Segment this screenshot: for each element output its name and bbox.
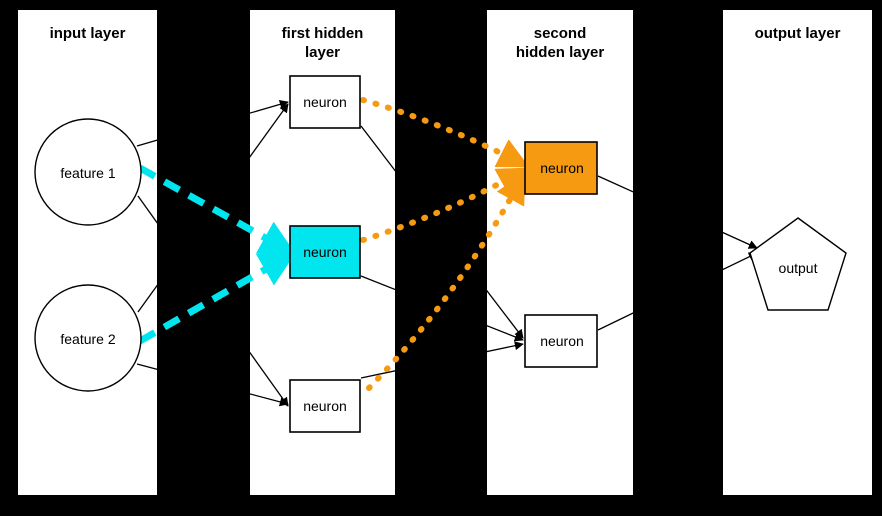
layer-title-input: input layer xyxy=(49,25,126,42)
node-output[interactable] xyxy=(749,217,847,311)
node-h1-neuron-1[interactable] xyxy=(289,75,361,129)
node-label-feature-2: feature 2 xyxy=(60,331,116,347)
node-h2-neuron-1[interactable] xyxy=(524,141,598,195)
edge-h2-neuron-2-to-output xyxy=(597,252,758,331)
node-label-h1-neuron-3: neuron xyxy=(303,398,347,414)
layer-panel-second-hidden: second hidden layer xyxy=(487,10,633,495)
edge-feature-2-to-h1-neuron-3 xyxy=(136,363,289,407)
edge-highlight-feature-1-to-h1-neuron-2 xyxy=(138,164,297,256)
edge-highlight-feature-2-to-h1-neuron-2 xyxy=(138,251,297,345)
edge-h1-neuron-2-to-h2-neuron-2 xyxy=(360,275,524,342)
edge-group-input-to-first-hidden xyxy=(136,99,289,407)
node-label-h1-neuron-2: neuron xyxy=(303,244,347,260)
node-label-output: output xyxy=(778,260,818,276)
layer-title-second-hidden: second hidden layer xyxy=(515,25,605,61)
node-h1-neuron-3[interactable] xyxy=(289,379,361,433)
edge-group-orange-highlight xyxy=(360,97,530,391)
node-label-h1-neuron-1: neuron xyxy=(303,94,347,110)
edge-highlight-h1-neuron-2-to-h2-neuron-1 xyxy=(360,167,530,243)
edge-h1-neuron-1-to-h2-neuron-2 xyxy=(360,125,524,339)
layer-title-first-hidden: first hidden layer xyxy=(281,25,364,61)
node-label-feature-1: feature 1 xyxy=(60,165,116,181)
edge-h1-neuron-3-to-h2-neuron-2 xyxy=(360,341,524,379)
edge-group-second-hidden-to-output xyxy=(597,175,758,331)
edge-feature-1-to-h1-neuron-1 xyxy=(136,99,289,147)
edge-h2-neuron-1-to-output xyxy=(597,175,758,249)
layer-panel-input: input layer xyxy=(18,10,157,495)
edge-group-cyan-highlight xyxy=(138,164,297,345)
node-label-h2-neuron-2: neuron xyxy=(540,333,584,349)
node-h2-neuron-2[interactable] xyxy=(524,314,598,368)
node-h1-neuron-2[interactable] xyxy=(289,225,361,279)
edge-feature-1-to-h1-neuron-3 xyxy=(137,195,289,407)
layer-title-output: output layer xyxy=(754,25,841,42)
node-feature-2[interactable] xyxy=(34,284,142,392)
node-label-h2-neuron-1: neuron xyxy=(540,160,584,176)
edge-feature-2-to-h1-neuron-1 xyxy=(137,103,289,313)
edge-highlight-h1-neuron-1-to-h2-neuron-1 xyxy=(360,97,530,168)
edge-highlight-h1-neuron-3-to-h2-neuron-1 xyxy=(366,171,526,391)
node-feature-1[interactable] xyxy=(34,118,142,226)
edge-group-first-hidden-to-second-hidden xyxy=(360,125,524,379)
